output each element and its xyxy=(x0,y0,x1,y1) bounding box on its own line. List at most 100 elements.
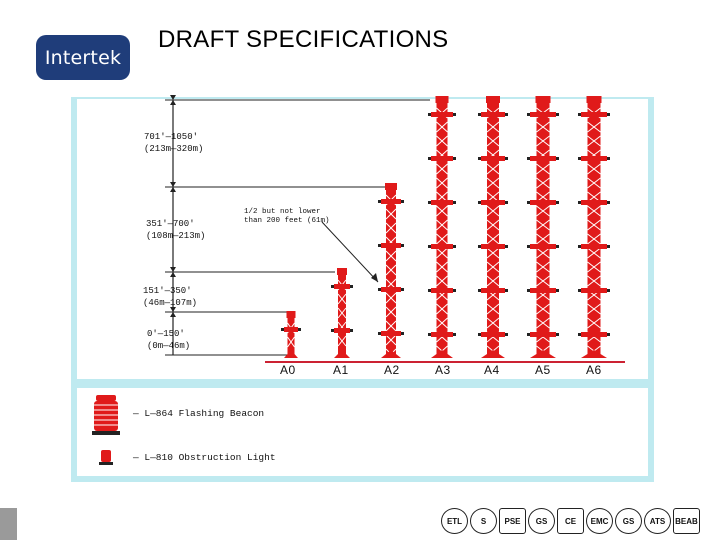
obstruction-light-icon xyxy=(453,289,456,292)
intertek-logo: Intertek xyxy=(36,35,130,80)
obstruction-light-icon xyxy=(578,289,581,292)
tower-lattice xyxy=(486,205,500,217)
obstruction-light-icon xyxy=(401,288,404,291)
tower-lattice xyxy=(436,205,448,217)
certification-badge: S xyxy=(470,508,497,534)
obstruction-light-icon xyxy=(478,245,481,248)
tower-lattice xyxy=(587,219,601,231)
tower-lattice xyxy=(486,163,500,175)
obstruction-light-icon xyxy=(527,157,530,160)
obstruction-light-icon xyxy=(556,289,559,292)
obstruction-light-icon xyxy=(350,329,353,332)
flashing-beacon-icon xyxy=(586,96,602,103)
certification-badge: BEAB xyxy=(673,508,700,534)
obstruction-light-icon xyxy=(578,157,581,160)
tower-base xyxy=(284,350,298,358)
tower-lattice xyxy=(536,135,550,147)
note-leader-line xyxy=(321,221,379,283)
tower-lattice xyxy=(587,247,601,259)
flashing-beacon-icon xyxy=(486,96,500,103)
obstruction-light-icon xyxy=(401,200,404,203)
height-range-1: 701'—1050' (213m—320m) xyxy=(144,131,203,155)
obstruction-light-icon xyxy=(453,113,456,116)
tower-lattice xyxy=(436,163,448,175)
tower-lattice xyxy=(436,233,448,245)
tower-a2 xyxy=(378,183,404,360)
obstruction-light-icon xyxy=(99,450,113,465)
beacon-cap xyxy=(96,395,116,401)
tower-label-a4: A4 xyxy=(484,363,500,377)
tower-base xyxy=(334,350,350,358)
tower-label-a2: A2 xyxy=(384,363,400,377)
tower-light-tier xyxy=(381,287,401,292)
tower-light-tier xyxy=(581,332,607,337)
tower-mast xyxy=(536,100,550,358)
tower-light-tier xyxy=(431,288,453,293)
tower-base xyxy=(381,350,401,358)
tower-label-a1: A1 xyxy=(333,363,349,377)
tower-lattice xyxy=(536,205,550,217)
height-note-line1: 1/2 but not lower xyxy=(244,208,321,216)
tower-lattice xyxy=(486,121,500,133)
tower-lattice xyxy=(287,336,295,348)
tower-lattice xyxy=(536,177,550,189)
tower-label-a3: A3 xyxy=(435,363,451,377)
tower-lattice xyxy=(486,275,500,287)
tower-lattice xyxy=(436,275,448,287)
obstruction-light-icon xyxy=(478,113,481,116)
tower-lattice xyxy=(536,219,550,231)
legend-label-flashing-beacon: — L—864 Flashing Beacon xyxy=(133,408,265,419)
certification-badge: PSE xyxy=(499,508,526,534)
certification-badge: CE xyxy=(557,508,584,534)
legend-label-obstruction-light: — L—810 Obstruction Light xyxy=(133,452,276,463)
flashing-beacon-icon xyxy=(385,183,397,190)
obstruction-light-icon xyxy=(556,245,559,248)
tower-light-tier xyxy=(530,112,556,117)
tower-base xyxy=(581,350,607,358)
obstruction-light-icon xyxy=(453,157,456,160)
obstruction-light-icon xyxy=(578,113,581,116)
page-title: DRAFT SPECIFICATIONS xyxy=(158,26,449,53)
tower-a0 xyxy=(281,311,301,358)
obstruction-light-icon xyxy=(428,157,431,160)
flashing-beacon-icon xyxy=(435,96,449,103)
obstruction-light-icon xyxy=(527,245,530,248)
obstruction-light-icon xyxy=(578,333,581,336)
tower-mast xyxy=(487,100,499,358)
tower-lattice xyxy=(587,177,601,189)
tower-lattice xyxy=(436,247,448,259)
obstruction-light-icon xyxy=(527,333,530,336)
tower-lattice xyxy=(536,163,550,175)
tower-lattice xyxy=(436,219,448,231)
tower-lattice xyxy=(337,335,347,347)
tower-lattice xyxy=(385,264,397,276)
obstruction-light-icon xyxy=(556,201,559,204)
obstruction-light-icon xyxy=(578,201,581,204)
tower-lattice xyxy=(587,303,601,315)
flashing-beacon-icon xyxy=(535,96,551,103)
obstruction-light-icon xyxy=(478,201,481,204)
tower-light-tier xyxy=(334,328,350,333)
tower-light-tier xyxy=(381,243,401,248)
certification-badge: GS xyxy=(615,508,642,534)
certification-badge: ETL xyxy=(441,508,468,534)
tower-lattice xyxy=(587,163,601,175)
tower-lattice xyxy=(486,261,500,273)
obstruction-light-icon xyxy=(478,157,481,160)
flashing-beacon-icon xyxy=(92,395,120,435)
tower-lattice xyxy=(385,292,397,304)
dimension-arrowhead xyxy=(170,95,176,100)
light-body xyxy=(101,450,111,462)
tower-lattice xyxy=(486,135,500,147)
slide-marker-bar xyxy=(0,508,17,540)
obstruction-light-icon xyxy=(505,201,508,204)
height-range-2-meters: (108m—213m) xyxy=(146,231,206,241)
flashing-beacon-icon xyxy=(337,268,347,275)
height-note: 1/2 but not lower than 200 feet (61m) xyxy=(244,208,330,226)
tower-a4 xyxy=(478,96,508,358)
dimension-arrowhead xyxy=(170,100,176,105)
height-range-2-feet: 351'—700' xyxy=(146,219,195,229)
obstruction-light-icon xyxy=(607,289,610,292)
obstruction-light-icon xyxy=(281,328,284,331)
beacon-base xyxy=(92,431,120,435)
